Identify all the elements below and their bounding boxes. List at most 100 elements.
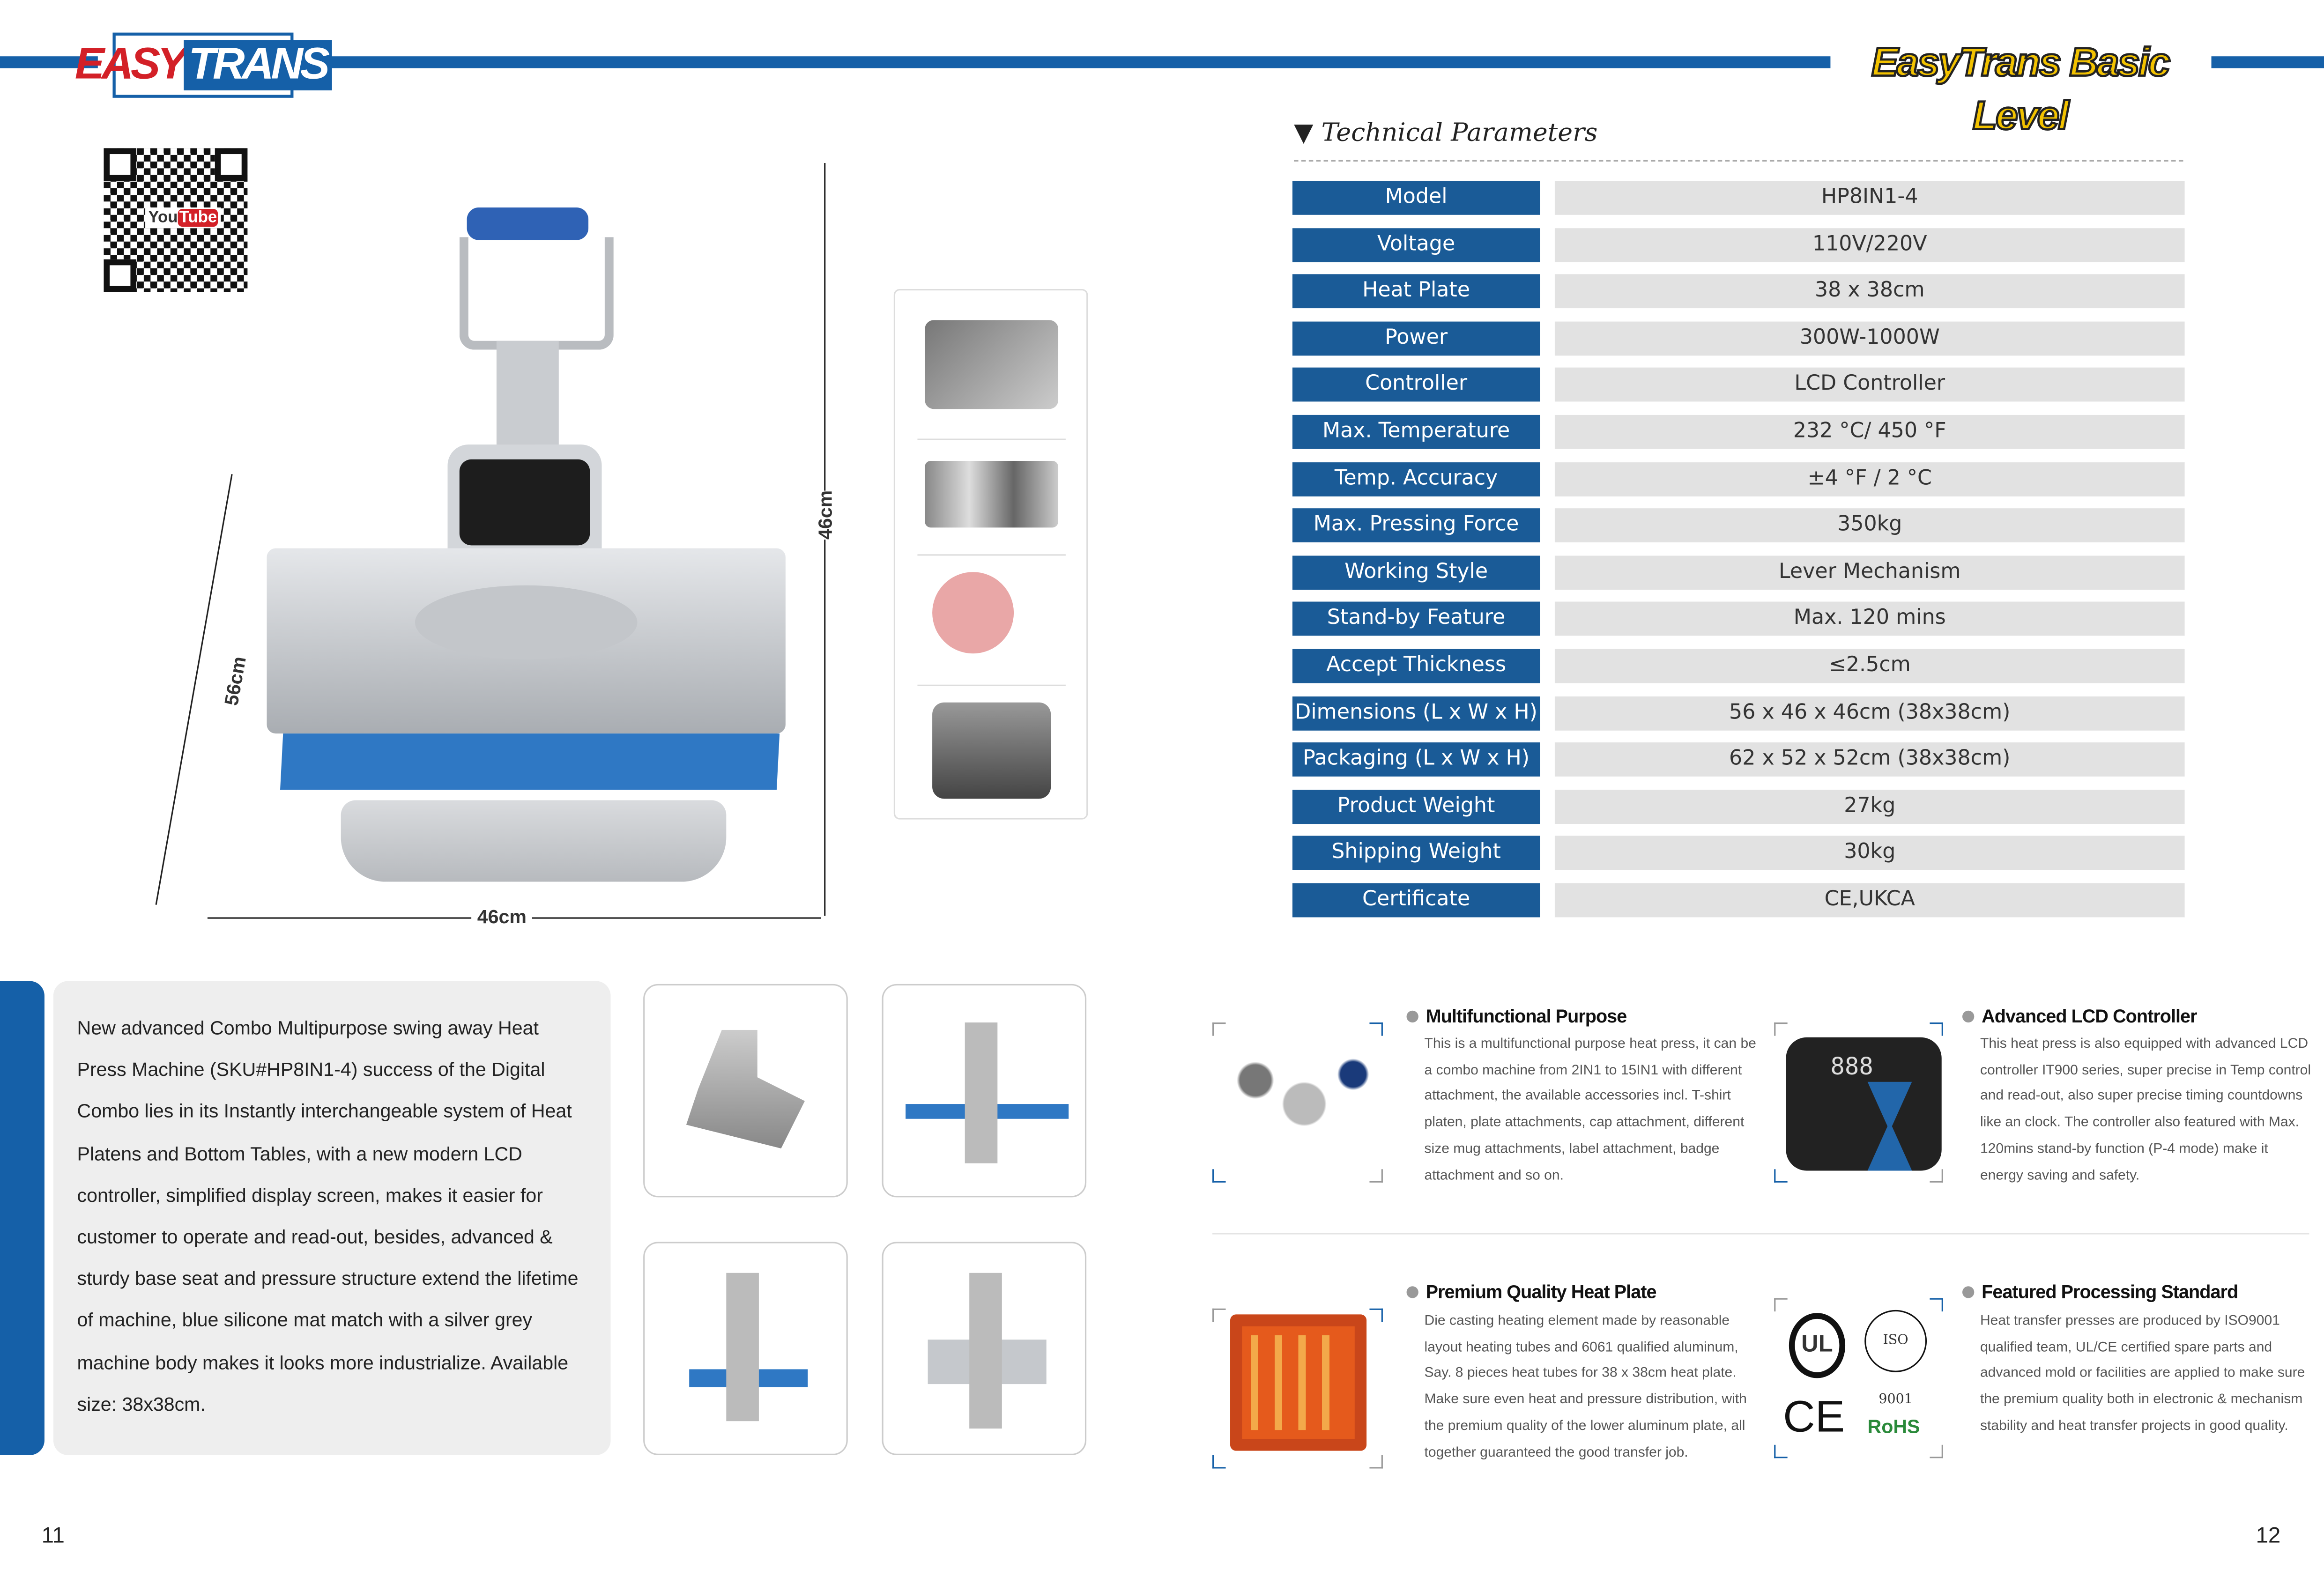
- corner-bracket: [1369, 1455, 1383, 1469]
- param-label: Controller: [1292, 368, 1540, 402]
- lcd-readout: 888: [1830, 1052, 1873, 1081]
- accent-bar: [0, 981, 45, 1455]
- param-label: Shipping Weight: [1292, 836, 1540, 871]
- feature-title: Featured Processing Standard: [1962, 1282, 2238, 1303]
- feature-title: Premium Quality Heat Plate: [1407, 1282, 1657, 1303]
- depth-dimension-line: [155, 474, 233, 905]
- param-value: 232 °C/ 450 °F: [1554, 415, 2185, 449]
- product-view-3[interactable]: [643, 1242, 848, 1455]
- param-value: 62 x 52 x 52cm (38x38cm): [1554, 742, 2185, 777]
- param-label: Max. Pressing Force: [1292, 508, 1540, 543]
- param-label: Power: [1292, 321, 1540, 355]
- divider: [1294, 160, 2183, 162]
- feature-title: Advanced LCD Controller: [1962, 1006, 2197, 1027]
- param-value: 110V/220V: [1554, 227, 2185, 262]
- param-row: Accept Thickness ≤2.5cm: [1292, 649, 2185, 683]
- param-label: Dimensions (L x W x H): [1292, 696, 1540, 730]
- param-value: CE,UKCA: [1554, 883, 2185, 918]
- plate-attachment-image: [932, 572, 1014, 654]
- height-dimension: 46cm: [814, 490, 836, 540]
- param-label: Accept Thickness: [1292, 649, 1540, 683]
- corner-bracket: [1369, 1308, 1383, 1322]
- param-row: Working Style Lever Mechanism: [1292, 555, 2185, 590]
- param-label: Product Weight: [1292, 789, 1540, 824]
- feature-title: Multifunctional Purpose: [1407, 1006, 1627, 1027]
- param-row: Dimensions (L x W x H) 56 x 46 x 46cm (38…: [1292, 696, 2185, 730]
- param-value: 350kg: [1554, 508, 2185, 543]
- corner-bracket: [1212, 1169, 1226, 1183]
- feature-text: Die casting heating element made by reas…: [1424, 1313, 1747, 1461]
- param-value: Max. 120 mins: [1554, 602, 2185, 637]
- corner-bracket: [1930, 1298, 1943, 1312]
- corner-bracket: [1930, 1022, 1943, 1036]
- param-label: Certificate: [1292, 883, 1540, 918]
- combo-machine-image: [1223, 1044, 1386, 1163]
- param-label: Heat Plate: [1292, 274, 1540, 309]
- iso-logo: ISO 9001: [1864, 1310, 1927, 1408]
- corner-bracket: [1212, 1455, 1226, 1469]
- lcd-panel: [459, 459, 590, 546]
- corner-bracket: [1930, 1169, 1943, 1183]
- param-row: Heat Plate 38 x 38cm: [1292, 274, 2185, 309]
- product-view-4[interactable]: [882, 1242, 1087, 1455]
- param-value: 56 x 46 x 46cm (38x38cm): [1554, 696, 2185, 730]
- param-row: Shipping Weight 30kg: [1292, 836, 2185, 871]
- rohs-logo: RoHS: [1867, 1415, 1920, 1437]
- param-row: Controller LCD Controller: [1292, 368, 2185, 402]
- param-value: 38 x 38cm: [1554, 274, 2185, 309]
- param-label: Packaging (L x W x H): [1292, 742, 1540, 777]
- ul-logo: UL: [1789, 1313, 1846, 1378]
- width-dimension: 46cm: [471, 905, 533, 928]
- heat-press-image: [252, 192, 801, 889]
- param-label: Temp. Accuracy: [1292, 461, 1540, 496]
- lcd-controller-image: 888: [1786, 1037, 1942, 1171]
- param-value: HP8IN1-4: [1554, 180, 2185, 215]
- header-bar: [304, 56, 1831, 68]
- depth-dimension: 56cm: [220, 654, 251, 707]
- corner-bracket: [1369, 1022, 1383, 1036]
- tech-params-title: ▼ Technical Parameters: [1294, 118, 1598, 148]
- param-value: ≤2.5cm: [1554, 649, 2185, 683]
- param-label: Voltage: [1292, 227, 1540, 262]
- ce-logo: CE: [1783, 1393, 1845, 1442]
- feature-text: This is a multifunctional purpose heat p…: [1424, 1036, 1756, 1184]
- corner-bracket: [1774, 1298, 1788, 1312]
- accessories-panel: [893, 289, 1088, 820]
- param-row: Voltage 110V/220V: [1292, 227, 2185, 262]
- yt-tube: Tube: [178, 209, 219, 227]
- header-bar-right: [2211, 56, 2324, 68]
- hourglass-icon: [1867, 1081, 1912, 1171]
- corner-bracket: [1774, 1022, 1788, 1036]
- product-view-2[interactable]: [882, 984, 1087, 1198]
- tech-params-title-text: Technical Parameters: [1321, 118, 1598, 148]
- corner-bracket: [1930, 1444, 1943, 1459]
- param-value: Lever Mechanism: [1554, 555, 2185, 590]
- param-value: ±4 °F / 2 °C: [1554, 461, 2185, 496]
- product-view-1[interactable]: [643, 984, 848, 1198]
- param-row: Max. Pressing Force 350kg: [1292, 508, 2185, 543]
- yt-you: You: [148, 209, 178, 227]
- logo-easy: EASY: [74, 40, 187, 89]
- param-label: Model: [1292, 180, 1540, 215]
- corner-bracket: [1212, 1022, 1226, 1036]
- param-value: LCD Controller: [1554, 368, 2185, 402]
- feature-text: This heat press is also equipped with ad…: [1980, 1036, 2311, 1184]
- corner-bracket: [1774, 1444, 1788, 1459]
- param-label: Stand-by Feature: [1292, 602, 1540, 637]
- param-row: Stand-by Feature Max. 120 mins: [1292, 602, 2185, 637]
- cup-attachments-image: [925, 460, 1059, 528]
- param-row: Packaging (L x W x H) 62 x 52 x 52cm (38x…: [1292, 742, 2185, 777]
- param-label: Max. Temperature: [1292, 415, 1540, 449]
- param-row: Temp. Accuracy ±4 °F / 2 °C: [1292, 461, 2185, 496]
- page-number-right: 12: [2256, 1523, 2281, 1549]
- level-title: EasyTrans Basic Level: [1834, 35, 2205, 139]
- param-value: 27kg: [1554, 789, 2185, 824]
- param-label: Working Style: [1292, 555, 1540, 590]
- header-bar-left: [0, 56, 98, 68]
- cap-attachment-image: [932, 702, 1051, 799]
- param-value: 30kg: [1554, 836, 2185, 871]
